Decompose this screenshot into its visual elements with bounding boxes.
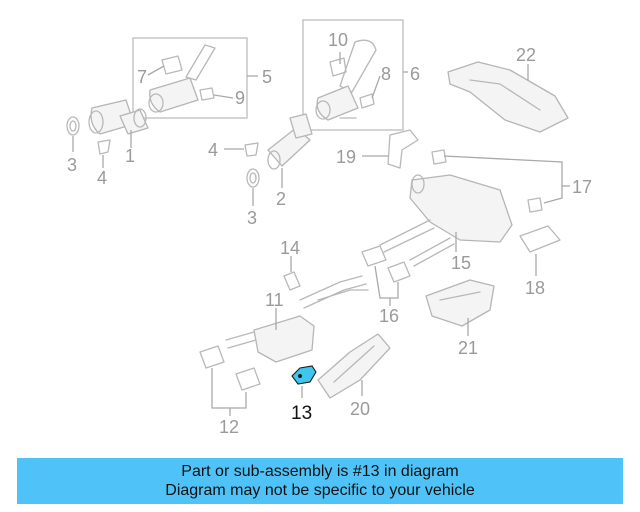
bracket-4-left-drawing	[97, 139, 111, 155]
leader-lines	[72, 52, 570, 416]
callout-1: 1	[125, 146, 135, 166]
callout-3-right: 3	[247, 208, 257, 228]
callout-7: 7	[137, 67, 147, 87]
clamp-12-lower-drawing	[235, 367, 261, 391]
callout-17: 17	[572, 177, 592, 197]
callout-18: 18	[525, 278, 545, 298]
hanger-17-upper-drawing	[431, 149, 447, 165]
banner-line-part-number: Part or sub-assembly is #13 in diagram	[181, 463, 459, 480]
callout-14: 14	[280, 238, 300, 258]
callout-20: 20	[350, 399, 370, 419]
callout-21: 21	[458, 338, 478, 358]
banner-line-disclaimer: Diagram may not be specific to your vehi…	[165, 482, 475, 499]
callout-2: 2	[276, 189, 286, 209]
center-muffler-11-drawing	[225, 275, 369, 363]
callout-8: 8	[381, 64, 391, 84]
callout-15: 15	[451, 253, 471, 273]
clamp-12-upper-drawing	[199, 345, 225, 369]
callout-9: 9	[235, 88, 245, 108]
callout-6: 6	[410, 64, 420, 84]
callout-22: 22	[516, 45, 536, 65]
clamp-16-right-drawing	[387, 261, 411, 283]
bracket-19-drawing	[387, 129, 419, 169]
callout-13: 13	[291, 403, 312, 424]
bracket-4-right-drawing	[244, 142, 259, 157]
callout-16: 16	[379, 306, 399, 326]
hanger-14-drawing	[283, 271, 301, 291]
part-13-highlighted-bracket[interactable]	[291, 365, 317, 385]
exhaust-parts-diagram: 1 2 3 3 4 4 5 6 7 8 9 10 11 12 13 14 15 …	[66, 19, 592, 437]
front-pipe-2-drawing	[267, 113, 313, 170]
gasket-3-right-drawing	[246, 168, 260, 188]
bracket-18-drawing	[519, 225, 561, 253]
info-banner: Part or sub-assembly is #13 in diagram D…	[17, 458, 623, 504]
heat-shield-22-drawing	[447, 61, 569, 133]
catalytic-converter-6-drawing	[315, 39, 377, 121]
callout-4-right: 4	[208, 140, 218, 160]
callout-12: 12	[219, 417, 239, 437]
callout-4-left: 4	[97, 168, 107, 188]
clamp-16-left-drawing	[361, 245, 387, 267]
catalytic-converter-5-drawing	[148, 44, 216, 113]
callout-19: 19	[336, 147, 356, 167]
callout-10: 10	[328, 30, 348, 50]
heat-shield-21-drawing	[425, 279, 495, 327]
callout-labels: 1 2 3 3 4 4 5 6 7 8 9 10 11 12 13 14 15 …	[67, 30, 592, 437]
gasket-3-left-drawing	[66, 116, 80, 136]
group-box-6	[302, 19, 408, 131]
callout-5: 5	[262, 67, 272, 87]
callout-11: 11	[265, 290, 284, 310]
heat-shield-20-drawing	[317, 333, 391, 399]
rear-muffler-15-drawing	[379, 174, 513, 267]
hanger-17-lower-drawing	[527, 197, 543, 213]
front-pipe-1-drawing	[88, 99, 149, 135]
callout-3-left: 3	[67, 155, 77, 175]
group-box-5	[132, 37, 258, 119]
